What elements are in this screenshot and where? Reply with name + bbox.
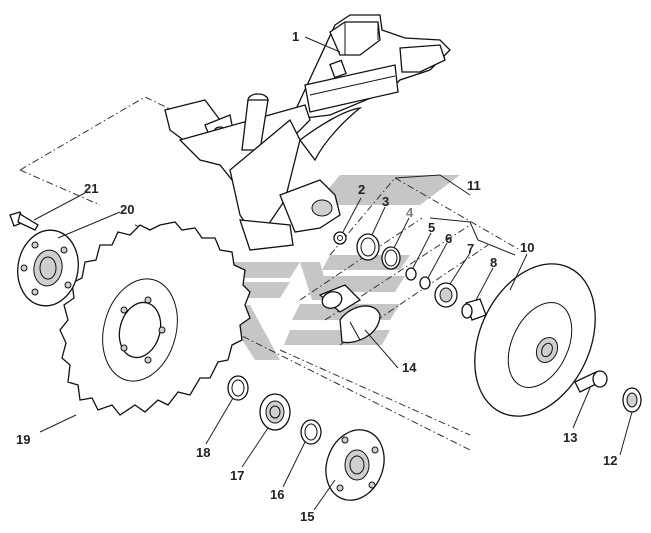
- callout-21: 21: [84, 181, 98, 196]
- part-13-bolt: [574, 370, 608, 393]
- part-6-ring: [419, 276, 431, 290]
- part-3-ring: [356, 233, 380, 261]
- callout-3: 3: [382, 194, 389, 209]
- callout-8: 8: [490, 255, 497, 270]
- callout-18: 18: [196, 445, 210, 460]
- part-18-ring: [227, 375, 249, 401]
- callout-12: 12: [603, 453, 617, 468]
- part-17-bearing: [259, 393, 291, 431]
- callout-1: 1: [292, 29, 299, 44]
- part-12-washer: [622, 387, 642, 413]
- callout-11: 11: [467, 178, 481, 193]
- part-1-frame: [164, 14, 451, 251]
- part-19-notched-disc: [59, 221, 251, 416]
- part-20-hub-flange: [17, 229, 79, 307]
- callout-10: 10: [520, 240, 534, 255]
- callout-16: 16: [270, 487, 284, 502]
- part-16-ring: [300, 419, 322, 445]
- part-8-bushing: [461, 298, 487, 321]
- callout-19: 19: [16, 432, 30, 447]
- part-2-washer: [333, 231, 347, 245]
- callout-labels: 1 2 3 4 5 6 7 8 10 11 12 13 14 15 16 17 …: [16, 29, 617, 524]
- callout-13: 13: [563, 430, 577, 445]
- callout-5: 5: [428, 220, 435, 235]
- lower-stack: [227, 375, 385, 501]
- part-10-disc: [474, 263, 596, 417]
- callout-17: 17: [230, 468, 244, 483]
- callout-14: 14: [402, 360, 417, 375]
- part-21-bolt: [9, 211, 39, 231]
- part-15-flange: [325, 429, 385, 501]
- callout-20: 20: [120, 202, 134, 217]
- part-14-sleeve: [318, 284, 381, 344]
- callout-2: 2: [358, 182, 365, 197]
- callout-4: 4: [406, 205, 414, 220]
- callout-15: 15: [300, 509, 314, 524]
- part-5-ring: [405, 267, 417, 281]
- callout-7: 7: [467, 241, 474, 256]
- leader-lines: [33, 36, 633, 511]
- bearing-stack: [333, 231, 487, 321]
- callout-6: 6: [445, 231, 452, 246]
